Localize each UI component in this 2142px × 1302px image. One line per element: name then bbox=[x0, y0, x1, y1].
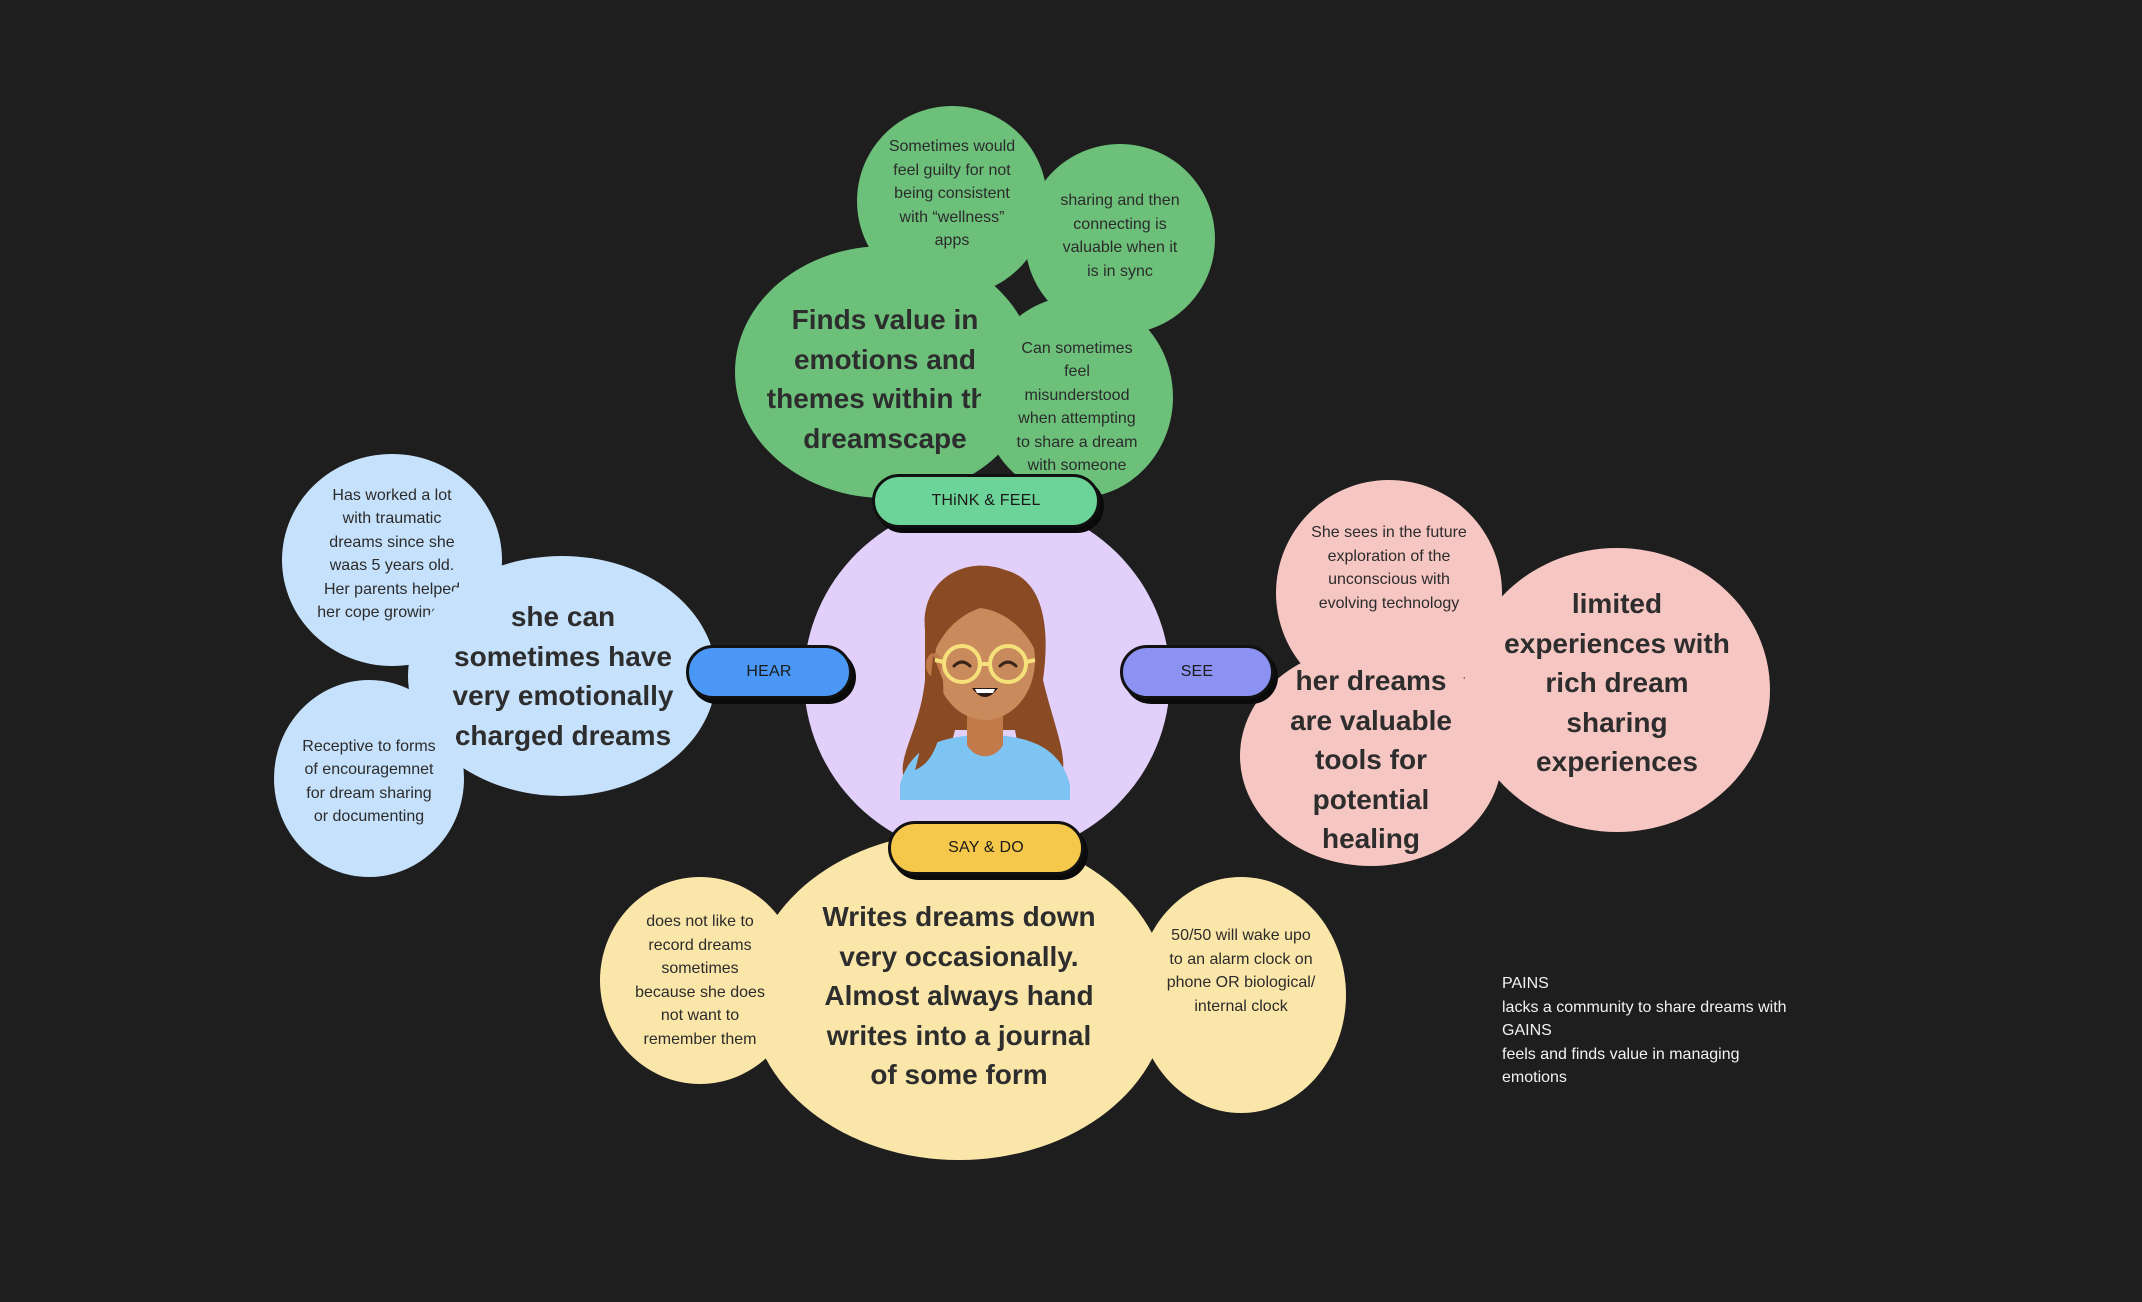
gains-title: GAINS bbox=[1502, 1022, 1552, 1039]
pains-text: lacks a community to share dreams with bbox=[1502, 998, 1787, 1016]
say-do-note-record: does not like to record dreams sometimes… bbox=[600, 877, 800, 1084]
pains-gains-notes: PAINS lacks a community to share dreams … bbox=[1502, 972, 1802, 1090]
say-do-main: Writes dreams down very occasionally. Al… bbox=[750, 832, 1168, 1160]
say-do-label: SAY & DO bbox=[888, 821, 1084, 875]
main-text: her dreams are valuable tools for potent… bbox=[1290, 665, 1452, 855]
main-text: she can sometimes have very emotionally … bbox=[452, 601, 674, 751]
see-label: SEE bbox=[1120, 645, 1274, 699]
think-feel-label: THiNK & FEEL bbox=[872, 474, 1100, 528]
pill-text: SEE bbox=[1180, 663, 1214, 680]
pill-text: THiNK & FEEL bbox=[931, 492, 1041, 509]
note-text: does not like to record dreams sometimes… bbox=[635, 913, 765, 1048]
think-feel-note-misunderstood: Can sometimes feel misunderstood when at… bbox=[981, 296, 1173, 498]
pains-title: PAINS bbox=[1502, 975, 1549, 992]
note-text: Can sometimes feel misunderstood when at… bbox=[1016, 339, 1138, 475]
note-text: Has worked a lot with traumatic dreams s… bbox=[317, 486, 467, 622]
main-text: limited experiences with rich dream shar… bbox=[1504, 588, 1730, 778]
see-main-limited: limited experiences with rich dream shar… bbox=[1464, 548, 1770, 832]
hear-label: HEAR bbox=[686, 645, 852, 699]
see-main-healing: her dreams are valuable tools for potent… bbox=[1240, 646, 1502, 866]
note-text: Receptive to forms of encouragemnet for … bbox=[302, 737, 436, 826]
note-text: 50/50 will wake upo to an alarm clock on… bbox=[1166, 927, 1316, 1015]
pill-text: SAY & DO bbox=[948, 839, 1024, 856]
hear-note-receptive: Receptive to forms of encouragemnet for … bbox=[274, 680, 464, 877]
hear-main: she can sometimes have very emotionally … bbox=[408, 556, 716, 796]
woman-with-glasses-avatar-icon bbox=[900, 565, 1070, 800]
note-text: Sometimes would feel guilty for not bein… bbox=[888, 138, 1016, 250]
note-text: She sees in the future exploration of th… bbox=[1311, 524, 1467, 612]
main-text: Writes dreams down very occasionally. Al… bbox=[822, 901, 1096, 1091]
note-text: sharing and then connecting is valuable … bbox=[1060, 192, 1180, 280]
pill-text: HEAR bbox=[746, 663, 792, 680]
gains-text: feels and finds value in managing emotio… bbox=[1502, 1045, 1740, 1087]
main-text: Finds value in emotions and themes withi… bbox=[766, 304, 1004, 454]
say-do-note-alarm: 50/50 will wake upo to an alarm clock on… bbox=[1136, 877, 1346, 1113]
